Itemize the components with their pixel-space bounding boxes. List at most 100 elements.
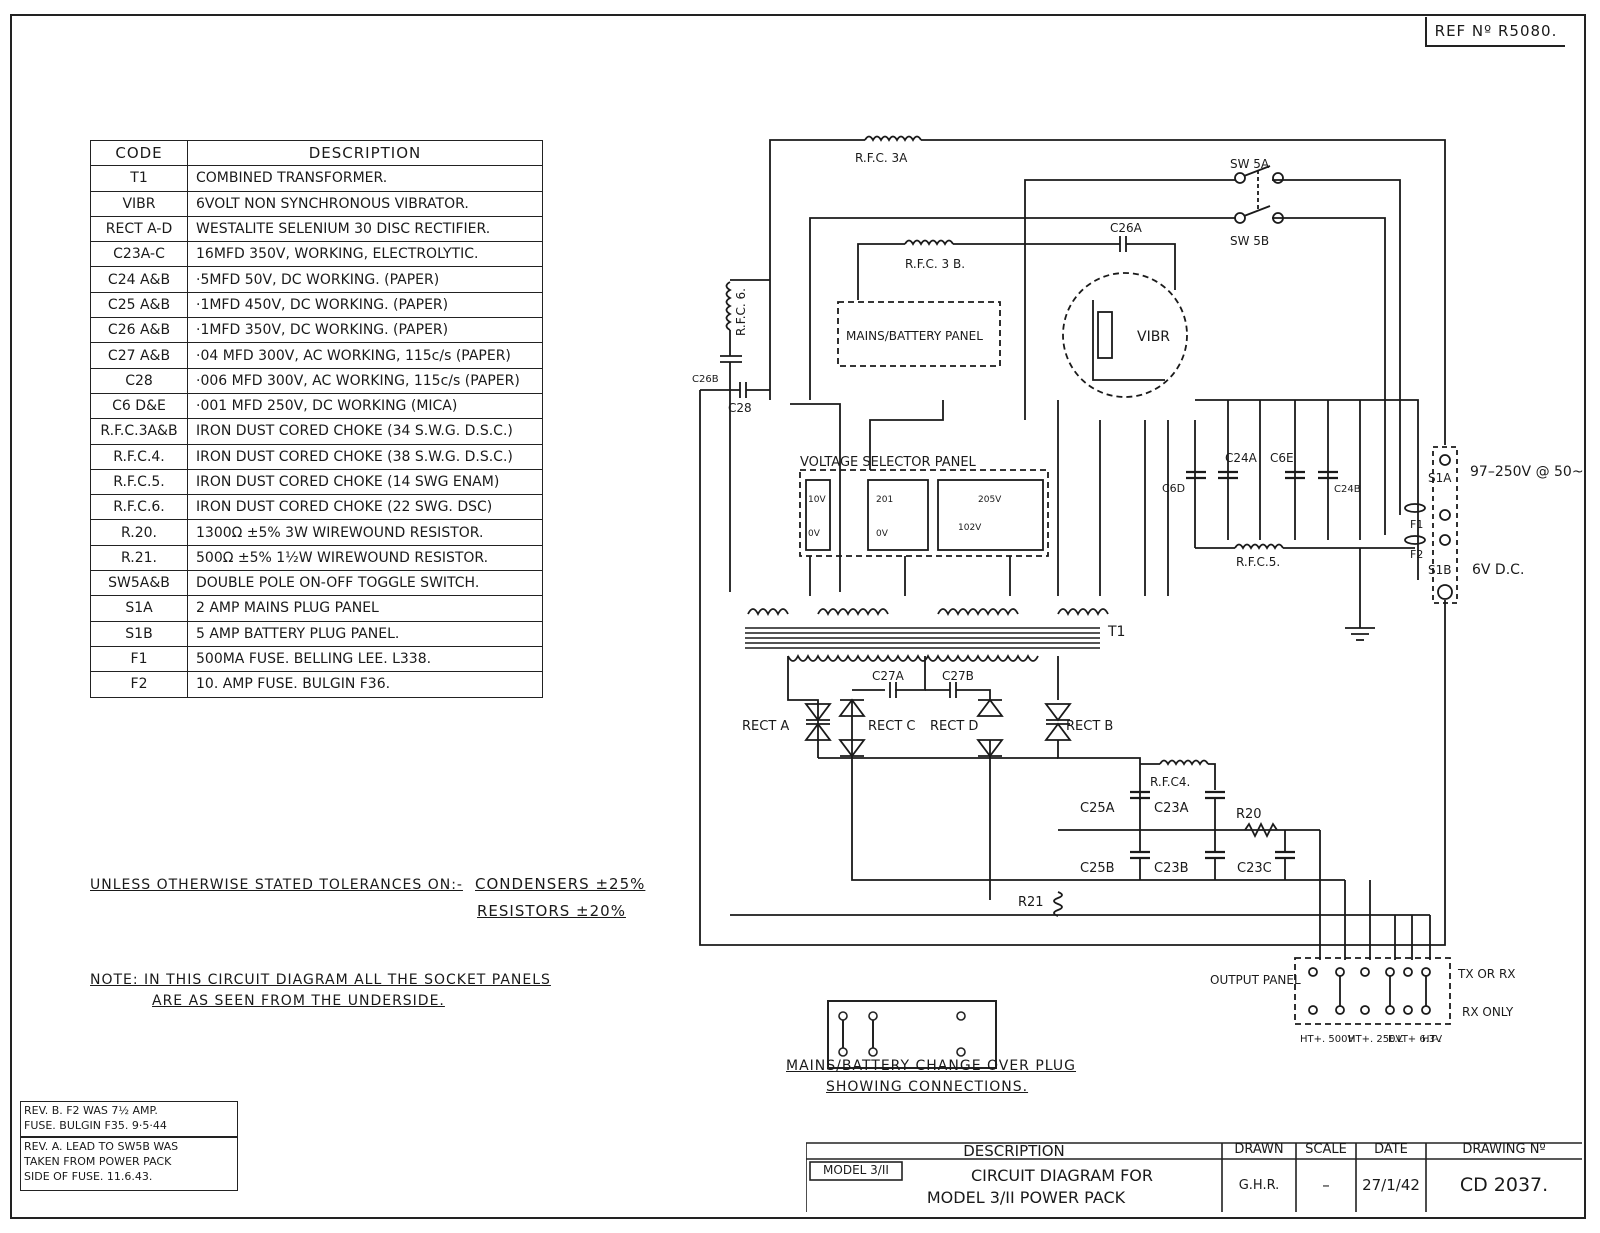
component-code: VIBR bbox=[90, 190, 188, 217]
title-block: DESCRIPTION DRAWN SCALE DATE DRAWING Nº … bbox=[806, 1142, 1582, 1212]
component-code: T1 bbox=[90, 165, 188, 192]
label-c28: C28 bbox=[728, 401, 752, 415]
label-0v-b: 0V bbox=[876, 529, 889, 539]
t1-primary-coil bbox=[817, 608, 889, 617]
label-mains-input: 97–250V @ 50~ bbox=[1470, 464, 1584, 480]
tolerance-condensers: CONDENSERS ±25% bbox=[475, 875, 646, 893]
tb-date-header: DATE bbox=[1374, 1142, 1408, 1157]
component-description: ·5MFD 50V, DC WORKING. (PAPER) bbox=[187, 266, 543, 293]
tb-description-header: DESCRIPTION bbox=[963, 1142, 1065, 1160]
rect-a-diode bbox=[804, 722, 832, 741]
tb-drawn-header: DRAWN bbox=[1234, 1142, 1284, 1157]
tb-drawn: G.H.R. bbox=[1238, 1178, 1280, 1193]
label-rect-d: RECT D bbox=[930, 719, 978, 734]
panel-note-line2: ARE AS SEEN FROM THE UNDERSIDE. bbox=[152, 993, 445, 1009]
label-c23b: C23B bbox=[1154, 861, 1189, 876]
table-header-row: CODE DESCRIPTION bbox=[90, 139, 543, 167]
sw5a-contact bbox=[1272, 172, 1284, 184]
component-code: R.F.C.6. bbox=[90, 494, 188, 521]
title-block-grid bbox=[806, 1142, 1582, 1212]
t1-primary-coil bbox=[937, 608, 1019, 617]
mains-battery-panel-box bbox=[837, 301, 1001, 367]
label-c23c: C23C bbox=[1237, 861, 1272, 876]
component-description: 500MA FUSE. BELLING LEE. L338. bbox=[187, 645, 543, 673]
label-ht-minus: HT-. bbox=[1422, 1034, 1442, 1045]
rect-c-diode bbox=[838, 739, 866, 758]
label-dc-input: 6V D.C. bbox=[1472, 562, 1524, 578]
label-vibr: VIBR bbox=[1137, 329, 1170, 345]
label-rect-c: RECT C bbox=[868, 719, 915, 734]
label-c6d: C6D bbox=[1162, 482, 1185, 495]
component-code: R.F.C.3A&B bbox=[90, 418, 188, 445]
table-row: C27 A&B·04 MFD 300V, AC WORKING, 115c/s … bbox=[90, 342, 543, 369]
tb-date: 27/1/42 bbox=[1362, 1176, 1420, 1194]
header-code: CODE bbox=[90, 139, 188, 167]
revision-b-line: FUSE. BULGIN F35. 9·5·44 bbox=[24, 1119, 167, 1132]
label-10v: 10V bbox=[808, 495, 826, 505]
revision-a-line: SIDE OF FUSE. 11.6.43. bbox=[24, 1170, 153, 1183]
tolerance-resistors: RESISTORS ±20% bbox=[477, 902, 626, 920]
tb-title-line1: CIRCUIT DIAGRAM FOR bbox=[971, 1166, 1153, 1185]
tb-scale: – bbox=[1322, 1176, 1330, 1194]
plug-pins bbox=[838, 1011, 966, 1057]
sw5b-contact bbox=[1234, 212, 1246, 224]
sw5a-contact bbox=[1234, 172, 1246, 184]
table-row: R.F.C.5.IRON DUST CORED CHOKE (14 SWG EN… bbox=[90, 468, 543, 496]
label-c26a: C26A bbox=[1110, 221, 1143, 235]
r21-resistor bbox=[1053, 891, 1063, 917]
s1-socket bbox=[1432, 446, 1458, 604]
component-code: S1B bbox=[90, 620, 188, 647]
component-description: COMBINED TRANSFORMER. bbox=[187, 165, 543, 192]
rfc6-coil bbox=[725, 281, 732, 331]
revision-b-box: REV. B. F2 WAS 7½ AMP. FUSE. BULGIN F35.… bbox=[20, 1101, 238, 1137]
tb-scale-header: SCALE bbox=[1305, 1142, 1347, 1157]
component-description: 500Ω ±5% 1½W WIREWOUND RESISTOR. bbox=[187, 544, 543, 572]
rfc5-coil bbox=[1234, 543, 1284, 550]
label-c23a: C23A bbox=[1154, 801, 1189, 816]
component-code: C25 A&B bbox=[90, 291, 188, 319]
label-rect-a: RECT A bbox=[742, 719, 789, 734]
revision-a-box: REV. A. LEAD TO SW5B WAS TAKEN FROM POWE… bbox=[20, 1137, 238, 1191]
vibrator-outline bbox=[1062, 272, 1188, 398]
label-rfc6: R.F.C. 6. bbox=[734, 288, 748, 336]
label-sw5b: SW 5B bbox=[1230, 234, 1269, 248]
label-c6e: C6E bbox=[1270, 451, 1294, 465]
component-description: IRON DUST CORED CHOKE (22 SWG. DSC) bbox=[187, 494, 543, 521]
component-description: 2 AMP MAINS PLUG PANEL bbox=[187, 595, 543, 622]
rfc3a-coil bbox=[864, 135, 922, 142]
component-description: WESTALITE SELENIUM 30 DISC RECTIFIER. bbox=[187, 215, 543, 243]
component-description: 16MFD 350V, WORKING, ELECTROLYTIC. bbox=[187, 241, 543, 268]
table-row: C6 D&E·001 MFD 250V, DC WORKING (MICA) bbox=[90, 392, 543, 420]
label-102v: 102V bbox=[958, 523, 982, 533]
label-rect-b: RECT B bbox=[1066, 719, 1113, 734]
tb-drawing-no-header: DRAWING Nº bbox=[1462, 1142, 1546, 1157]
component-description: ·1MFD 450V, DC WORKING. (PAPER) bbox=[187, 291, 543, 319]
rect-a-diode bbox=[804, 703, 832, 722]
label-c24a: C24A bbox=[1225, 451, 1258, 465]
component-description: ·006 MFD 300V, AC WORKING, 115c/s (PAPER… bbox=[187, 367, 543, 394]
component-code: SW5A&B bbox=[90, 570, 188, 597]
label-voltage-selector: VOLTAGE SELECTOR PANEL bbox=[800, 455, 977, 470]
rect-d-diode bbox=[976, 739, 1004, 758]
component-description: ·1MFD 350V, DC WORKING. (PAPER) bbox=[187, 317, 543, 344]
component-description: IRON DUST CORED CHOKE (14 SWG ENAM) bbox=[187, 468, 543, 496]
label-s1a: S1A bbox=[1428, 471, 1452, 485]
table-row: C26 A&B·1MFD 350V, DC WORKING. (PAPER) bbox=[90, 317, 543, 344]
component-code: S1A bbox=[90, 595, 188, 622]
t1-secondary-coil bbox=[787, 653, 1039, 662]
label-205v: 205V bbox=[978, 495, 1002, 505]
component-code: C6 D&E bbox=[90, 392, 188, 420]
f2-fuse bbox=[1404, 535, 1426, 545]
t1-primary-coil bbox=[747, 608, 789, 617]
component-description: 1300Ω ±5% 3W WIREWOUND RESISTOR. bbox=[187, 519, 543, 546]
r20-resistor bbox=[1244, 821, 1278, 839]
label-f2: F2 bbox=[1410, 548, 1423, 561]
component-code: R.21. bbox=[90, 544, 188, 572]
